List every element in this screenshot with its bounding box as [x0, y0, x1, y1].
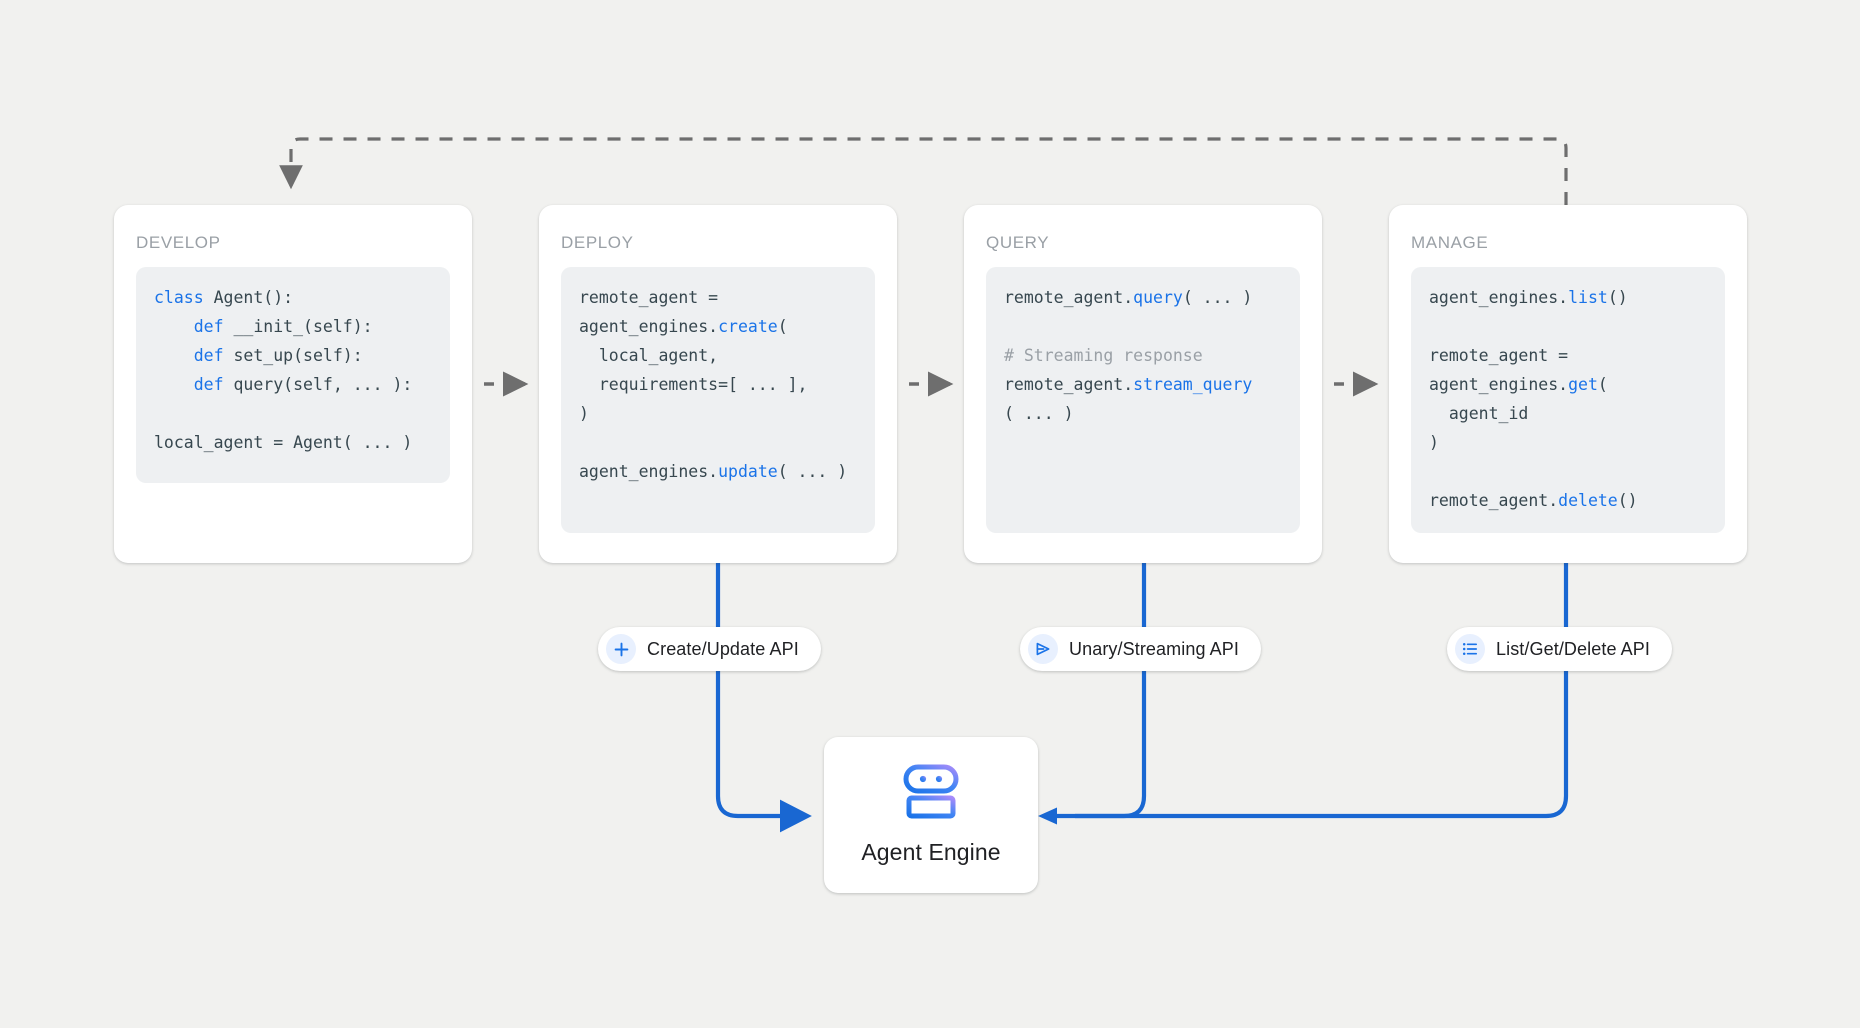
connector-manage-to-agent-engine	[1075, 563, 1569, 819]
stage-title-query: QUERY	[986, 233, 1050, 252]
code-block-develop: class Agent(): def __init_(self): def se…	[136, 267, 450, 483]
api-pill-unary-streaming[interactable]: Unary/Streaming API	[1020, 627, 1261, 671]
connector-query-to-agent-engine	[1075, 563, 1147, 819]
send-triangle-icon	[1028, 634, 1058, 664]
stage-card-manage[interactable]: MANAGE agent_engines.list() remote_agent…	[1389, 205, 1747, 563]
stage-card-deploy[interactable]: DEPLOY remote_agent = agent_engines.crea…	[539, 205, 897, 563]
code-text-manage: agent_engines.list() remote_agent = agen…	[1429, 288, 1638, 510]
code-block-manage: agent_engines.list() remote_agent = agen…	[1411, 267, 1725, 533]
api-pill-list-get-delete[interactable]: List/Get/Delete API	[1447, 627, 1672, 671]
code-text-deploy: remote_agent = agent_engines.create( loc…	[579, 288, 848, 481]
stage-title-develop: DEVELOP	[136, 233, 221, 252]
agent-engine-node[interactable]: Agent Engine	[824, 737, 1038, 893]
code-text-query: remote_agent.query( ... ) # Streaming re…	[1004, 288, 1253, 423]
connector-deploy-to-agent-engine	[715, 563, 812, 833]
stage-title-deploy: DEPLOY	[561, 233, 634, 252]
code-text-develop: class Agent(): def __init_(self): def se…	[154, 288, 413, 452]
api-pill-label-unary-streaming: Unary/Streaming API	[1069, 638, 1239, 659]
code-block-deploy: remote_agent = agent_engines.create( loc…	[561, 267, 875, 533]
dashed-feedback-arrow	[279, 137, 1568, 205]
stage-card-develop[interactable]: DEVELOP class Agent(): def __init_(self)…	[114, 205, 472, 563]
code-block-query: remote_agent.query( ... ) # Streaming re…	[986, 267, 1300, 533]
list-icon	[1455, 634, 1485, 664]
plus-icon	[606, 634, 636, 664]
stage-card-query[interactable]: QUERY remote_agent.query( ... ) # Stream…	[964, 205, 1322, 563]
agent-engine-inflow-arrowhead	[1038, 807, 1075, 825]
api-pill-create-update[interactable]: Create/Update API	[598, 627, 821, 671]
api-pill-label-list-get-delete: List/Get/Delete API	[1496, 638, 1650, 659]
stage-title-manage: MANAGE	[1411, 233, 1489, 252]
robot-icon	[900, 764, 962, 825]
api-pill-label-create-update: Create/Update API	[647, 638, 799, 659]
agent-engine-label: Agent Engine	[861, 839, 1001, 865]
